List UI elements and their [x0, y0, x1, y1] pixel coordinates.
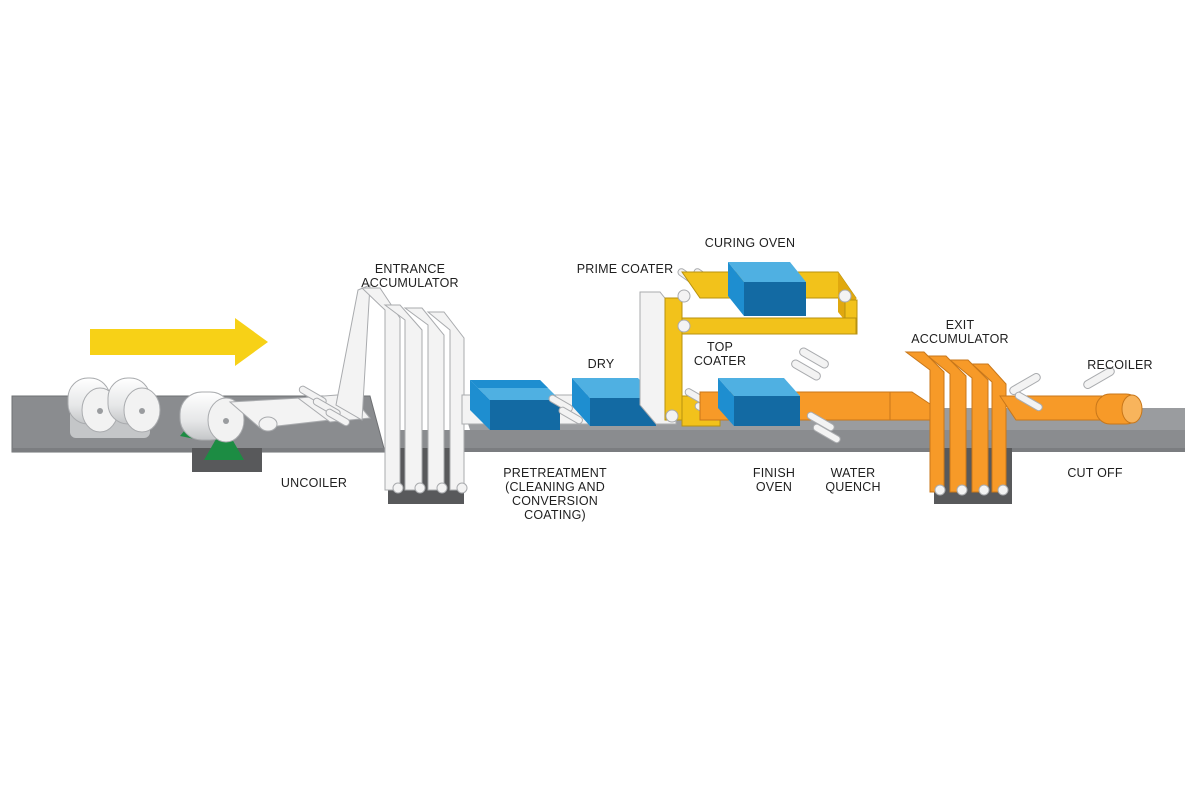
recoiler-section [999, 367, 1143, 425]
label-dry: DRY [587, 357, 615, 371]
label-uncoiler: UNCOILER [280, 476, 348, 490]
finish-oven [699, 378, 911, 426]
label-curing-oven: CURING OVEN [704, 236, 796, 250]
strip-entry [228, 284, 371, 432]
exit-accumulator [889, 351, 1009, 496]
water-quench [791, 347, 841, 444]
label-water-quench: WATER QUENCH [825, 466, 881, 494]
curing-oven [677, 262, 858, 335]
label-recoiler: RECOILER [1087, 358, 1153, 372]
label-cut-off: CUT OFF [1067, 466, 1123, 480]
uncoiler [179, 391, 245, 460]
label-finish-oven: FINISH OVEN [752, 466, 796, 494]
process-direction-arrow-icon [90, 318, 268, 366]
label-pretreatment: PRETREATMENT (CLEANING AND CONVERSION CO… [503, 466, 607, 522]
entrance-accumulator [360, 287, 468, 494]
dry-oven [548, 378, 656, 426]
coil-storage [67, 377, 161, 438]
label-exit-accumulator: EXIT ACCUMULATOR [911, 318, 1009, 346]
pretreatment-tank [470, 380, 560, 430]
label-prime-coater: PRIME COATER [576, 262, 674, 276]
label-entrance-accumulator: ENTRANCE ACCUMULATOR [361, 262, 459, 290]
label-top-coater: TOP COATER [693, 340, 747, 368]
